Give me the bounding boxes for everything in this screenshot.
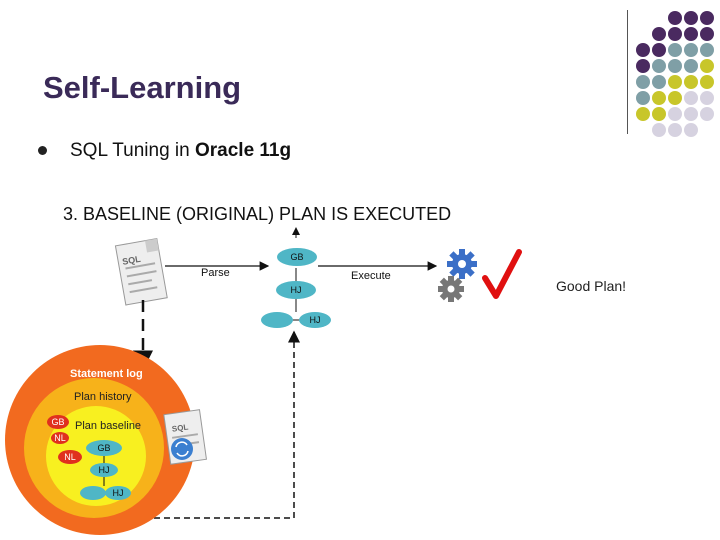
checkmark-icon	[482, 249, 522, 299]
tree-node-hj-mid-label: HJ	[290, 285, 302, 295]
baseline-node-hj-mid	[90, 463, 118, 477]
history-node-nl-2-label: NL	[64, 452, 76, 462]
parse-label: Parse	[201, 267, 230, 279]
tree-node-hj-leaf	[299, 312, 331, 328]
plan-history-label: Plan history	[74, 391, 132, 403]
sync-icon	[171, 438, 193, 460]
bullet-bold: Oracle 11g	[194, 140, 292, 161]
bullet-icon	[38, 146, 47, 155]
divider-line	[627, 10, 628, 134]
bullet-prefix: SQL Tuning in	[70, 140, 195, 161]
history-node-nl-2	[58, 450, 82, 464]
plan-baseline-ring	[46, 406, 146, 506]
statement-log-label: Statement log	[70, 368, 143, 380]
repository-sql-label: SQL	[171, 422, 189, 433]
bullet-text: SQL Tuning in Oracle 11g	[70, 140, 291, 162]
sql-document-icon	[114, 238, 168, 306]
tree-node-gb	[277, 248, 317, 266]
good-plan-label: Good Plan!	[556, 278, 627, 294]
sync-arrows-icon	[175, 441, 189, 457]
execute-label: Execute	[351, 270, 391, 282]
tree-node-hj-leaf-label: HJ	[309, 315, 321, 325]
history-node-nl-1-label: NL	[54, 433, 66, 443]
history-node-gb	[47, 415, 69, 429]
tree-node-leaf-left	[261, 312, 293, 328]
baseline-node-hj-mid-label: HJ	[98, 465, 110, 475]
history-node-gb-label: GB	[51, 417, 65, 427]
baseline-node-hj-leaf	[105, 486, 131, 500]
slide-title: Self-Learning	[43, 70, 242, 105]
step-heading: 3. BASELINE (ORIGINAL) PLAN IS EXECUTED	[63, 204, 452, 224]
tree-node-hj-mid	[276, 281, 316, 299]
history-node-nl-1	[51, 432, 69, 444]
gears-icon	[438, 249, 477, 302]
baseline-node-gb	[86, 440, 122, 456]
baseline-node-hj-leaf-label: HJ	[112, 488, 124, 498]
baseline-node-gb-label: GB	[97, 443, 111, 453]
sql-doc-label: SQL	[121, 254, 141, 267]
tree-node-gb-label: GB	[290, 252, 304, 262]
plan-baseline-label: Plan baseline	[75, 420, 142, 432]
baseline-node-leaf-left	[80, 486, 106, 500]
